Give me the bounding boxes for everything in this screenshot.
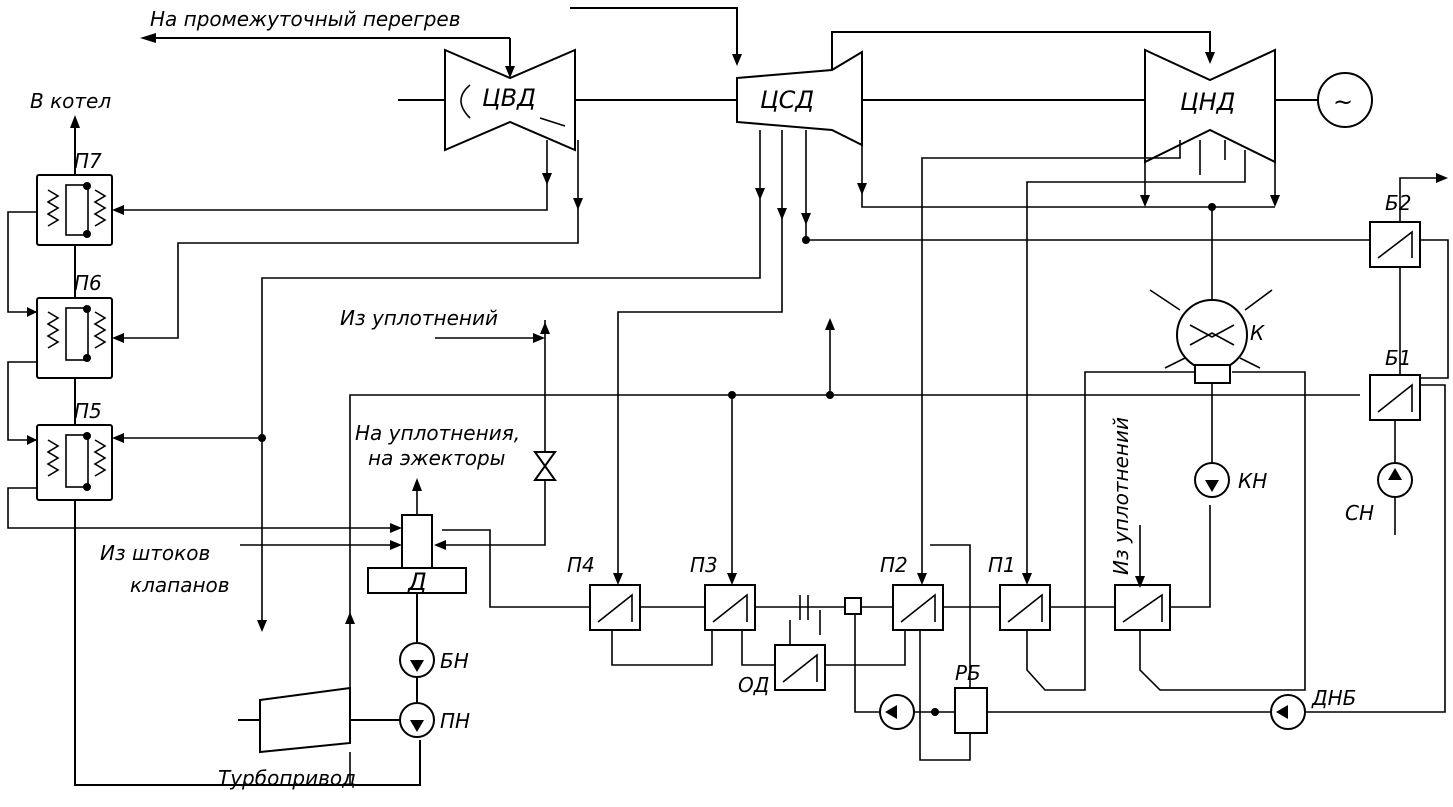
feed-pump: ПН (399, 677, 470, 738)
reheat-lines (140, 7, 742, 78)
condenser-label: К (1250, 321, 1265, 345)
deaerator-label: Д (407, 568, 427, 596)
drain-cooler-label: ОД (738, 673, 769, 697)
heater-p5 (36, 424, 113, 501)
drain-tank-label: РБ (955, 661, 981, 685)
heater-p5-label: П5 (74, 399, 102, 423)
heater-p3-label: П3 (690, 553, 718, 577)
drain-pump-p2 (854, 615, 955, 730)
booster-pump-label: БН (440, 649, 469, 673)
condensate-pump: КН (1194, 383, 1267, 498)
network-drain-pump: ДНБ (987, 384, 1446, 730)
turbine-drive-label: Турбопривод (218, 766, 356, 790)
boiler-label: В котел (30, 89, 111, 113)
ip-to-lp-crossover (831, 31, 1211, 70)
condenser: К (1149, 207, 1273, 384)
heater-p7-label: П7 (74, 149, 102, 173)
heater-p4-label: П4 (567, 553, 595, 577)
generator: ~ (1317, 72, 1373, 128)
valve-icon (533, 451, 557, 481)
hp-cylinder: ЦВД (444, 48, 576, 152)
network-heater-b2-label: Б2 (1385, 191, 1411, 215)
network-heater-b1-label: Б1 (1385, 346, 1411, 370)
extraction-lines-lp (613, 130, 1370, 585)
lp-cylinder-label: ЦНД (1180, 88, 1235, 116)
heater-p7 (36, 174, 113, 246)
network-heater-b1: Б1 (1369, 346, 1421, 462)
from-seals-top-label: Из уплотнений (340, 306, 498, 330)
valve-stems-label-2: клапанов (130, 573, 230, 597)
network-pump-label: СН (1345, 501, 1374, 525)
booster-pump: БН (399, 593, 469, 678)
lp-drain-lines (611, 371, 1306, 761)
seals-supply-line: Из уплотнений (340, 306, 557, 550)
network-heater-b2: Б2 (1369, 173, 1449, 379)
hp-drain-cascade (7, 211, 402, 533)
condensate-main-line (442, 505, 1211, 620)
hp-cylinder-label: ЦВД (482, 84, 536, 112)
valve-stems-label-1: Из штоков (100, 541, 210, 565)
heater-p6-label: П6 (74, 271, 102, 295)
condensate-pump-label: КН (1238, 469, 1267, 493)
heater-p2-label: П2 (880, 553, 908, 577)
turbine-drive (238, 394, 1360, 785)
lp-cylinder: ЦНД (1144, 48, 1276, 164)
heater-p1-label: П1 (988, 553, 1016, 577)
from-seals-vertical-label: Из уплотнений (1109, 417, 1133, 575)
feedwater-main-line (70, 115, 421, 786)
heater-p6 (36, 297, 113, 379)
generator-label: ~ (1333, 88, 1353, 116)
to-seals-label-1: На уплотнения, (355, 421, 520, 445)
reheat-label: На промежуточный перегрев (150, 7, 461, 31)
ip-cylinder-label: ЦСД (760, 86, 814, 114)
drain-pump-label: ДНБ (1311, 686, 1356, 710)
deaerator: Д (367, 478, 467, 596)
lp-heater-train (589, 584, 1171, 691)
extraction-lines-hp (112, 130, 765, 632)
to-seals-label-2: на эжекторы (368, 446, 505, 470)
ip-cylinder: ЦСД (736, 50, 863, 147)
network-pump: СН (1345, 462, 1413, 535)
feed-pump-label: ПН (440, 709, 470, 733)
drain-tank: РБ (954, 661, 988, 734)
